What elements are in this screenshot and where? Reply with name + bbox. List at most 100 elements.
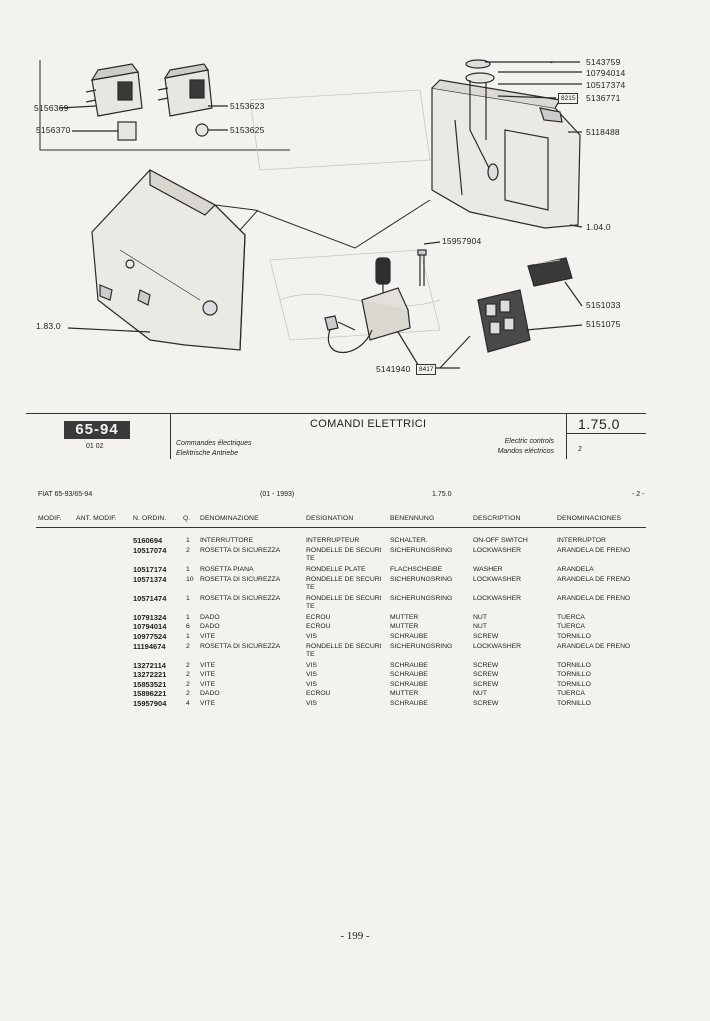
name-italian: DADO bbox=[200, 623, 220, 630]
name-english: ON-OFF SWITCH bbox=[473, 537, 528, 544]
callout-5153625: 5153625 bbox=[230, 125, 265, 135]
quantity: 1 bbox=[186, 595, 190, 602]
callout-dash: - bbox=[550, 57, 554, 67]
col-modif: MODIF. bbox=[38, 515, 62, 522]
col-denominaciones: DENOMINACIONES bbox=[557, 515, 622, 522]
part-number: 10571374 bbox=[133, 575, 167, 584]
name-german: SICHERUNGSRING bbox=[390, 576, 453, 583]
callout-5156369: 5156369 bbox=[34, 103, 69, 113]
callout-5141940: 5141940 bbox=[376, 364, 411, 374]
part-number: 11194674 bbox=[133, 642, 166, 651]
name-italian: DADO bbox=[200, 614, 220, 621]
col-q: Q. bbox=[183, 515, 191, 522]
name-italian: INTERRUTTORE bbox=[200, 537, 254, 544]
name-english: LOCKWASHER bbox=[473, 576, 522, 583]
name-spanish: TUERCA bbox=[557, 623, 585, 630]
name-german: MUTTER bbox=[390, 614, 419, 621]
name-german: SCHRAUBE bbox=[390, 671, 428, 678]
name-spanish: ARANDELA DE FRENO bbox=[557, 595, 631, 602]
callout-5156370: 5156370 bbox=[36, 125, 71, 135]
name-italian: ROSETTA DI SICUREZZA bbox=[200, 643, 281, 650]
section-sub: 2 bbox=[578, 446, 582, 453]
page-number: - 199 - bbox=[340, 930, 370, 942]
col-denominazione: DENOMINAZIONE bbox=[200, 515, 259, 522]
rocker-switch-left bbox=[85, 63, 143, 117]
name-german: SCHRAUBE bbox=[390, 633, 428, 640]
dashboard-housing bbox=[91, 168, 246, 351]
title-divider-left bbox=[170, 413, 171, 459]
name-french: INTERRUPTEUR bbox=[306, 537, 360, 544]
name-italian: VITE bbox=[200, 662, 216, 669]
name-french: RONDELLE DE SECURI bbox=[306, 643, 382, 650]
name-italian: ROSETTA DI SICUREZZA bbox=[200, 576, 281, 583]
callout-5151033: 5151033 bbox=[586, 300, 621, 310]
part-number: 10517074 bbox=[133, 546, 167, 555]
quantity: 2 bbox=[186, 671, 190, 678]
title-french: Commandes électriques bbox=[176, 440, 252, 447]
name-french: RONDELLE DE SECURI bbox=[306, 576, 382, 583]
quantity: 1 bbox=[186, 633, 190, 640]
header-date: (01 - 1993) bbox=[260, 491, 295, 498]
part-number: 10791324 bbox=[133, 613, 167, 622]
bleed-through: · bbox=[46, 665, 49, 672]
fuel-level-sender bbox=[465, 59, 499, 181]
name-german: SCHRAUBE bbox=[390, 700, 428, 707]
callout-15957904: 15957904 bbox=[442, 236, 482, 246]
name-italian: DADO bbox=[200, 690, 220, 697]
title-divider-right bbox=[566, 413, 567, 459]
part-number: 13272221 bbox=[133, 670, 167, 679]
control-module-small bbox=[527, 257, 573, 287]
name-spanish: ARANDELA bbox=[557, 566, 594, 573]
name-spanish: ARANDELA DE FRENO bbox=[557, 576, 631, 583]
quantity: 1 bbox=[186, 566, 190, 573]
quantity: 2 bbox=[186, 547, 190, 554]
joystick-control bbox=[324, 257, 411, 353]
model-sub: 01 02 bbox=[86, 443, 104, 450]
name-english: SCREW bbox=[473, 662, 499, 669]
name-german: FLACHSCHEIBE bbox=[390, 566, 443, 573]
section-number: 1.75.0 bbox=[578, 416, 620, 432]
part-number: 15957904 bbox=[133, 699, 167, 708]
name-german: SICHERUNGSRING bbox=[390, 643, 453, 650]
callout-5151075: 5151075 bbox=[586, 319, 621, 329]
part-number: 15896221 bbox=[133, 689, 167, 698]
name-german: MUTTER bbox=[390, 623, 419, 630]
ref-box-8417: 8417 bbox=[416, 364, 437, 375]
parts-diagram bbox=[39, 59, 583, 369]
column-header-rule bbox=[36, 527, 646, 528]
quantity: 2 bbox=[186, 690, 190, 697]
title-german: Elektrische Antriebe bbox=[176, 450, 238, 457]
title-top-rule bbox=[26, 413, 646, 414]
name-french: ECROU bbox=[306, 690, 331, 697]
name-spanish: TORNILLO bbox=[557, 633, 591, 640]
callout-5136771: 5136771 bbox=[586, 93, 621, 103]
callout-1.04.0: 1.04.0 bbox=[586, 222, 611, 232]
name-spanish: TORNILLO bbox=[557, 671, 591, 678]
title-spanish: Mandos eléctricos bbox=[497, 448, 554, 455]
part-number: 10571474 bbox=[133, 594, 167, 603]
name-english: NUT bbox=[473, 614, 487, 621]
name-french: VIS bbox=[306, 681, 317, 688]
name-german: SICHERUNGSRING bbox=[390, 547, 453, 554]
name-spanish: TORNILLO bbox=[557, 662, 591, 669]
rocker-switch-right bbox=[157, 63, 213, 117]
quantity: 1 bbox=[186, 614, 190, 621]
name-french: VIS bbox=[306, 700, 317, 707]
name-italian: VITE bbox=[200, 671, 216, 678]
part-number: 5160694 bbox=[133, 536, 163, 545]
name-italian: ROSETTA PIANA bbox=[200, 566, 254, 573]
callout-5143759: 5143759 bbox=[586, 57, 621, 67]
part-number: 10794014 bbox=[133, 622, 167, 631]
quantity: 1 bbox=[186, 537, 190, 544]
name-french: VIS bbox=[306, 662, 317, 669]
name-english: LOCKWASHER bbox=[473, 595, 522, 602]
quantity: 10 bbox=[186, 576, 194, 583]
title-italian: COMANDI ELETTRICI bbox=[310, 418, 427, 430]
header-section: 1.75.0 bbox=[432, 491, 452, 498]
quantity: 2 bbox=[186, 662, 190, 669]
quantity: 6 bbox=[186, 623, 190, 630]
col-designation: DESIGNATION bbox=[306, 515, 354, 522]
col-n-ordin: N. ORDIN. bbox=[133, 515, 167, 522]
quantity: 4 bbox=[186, 700, 190, 707]
